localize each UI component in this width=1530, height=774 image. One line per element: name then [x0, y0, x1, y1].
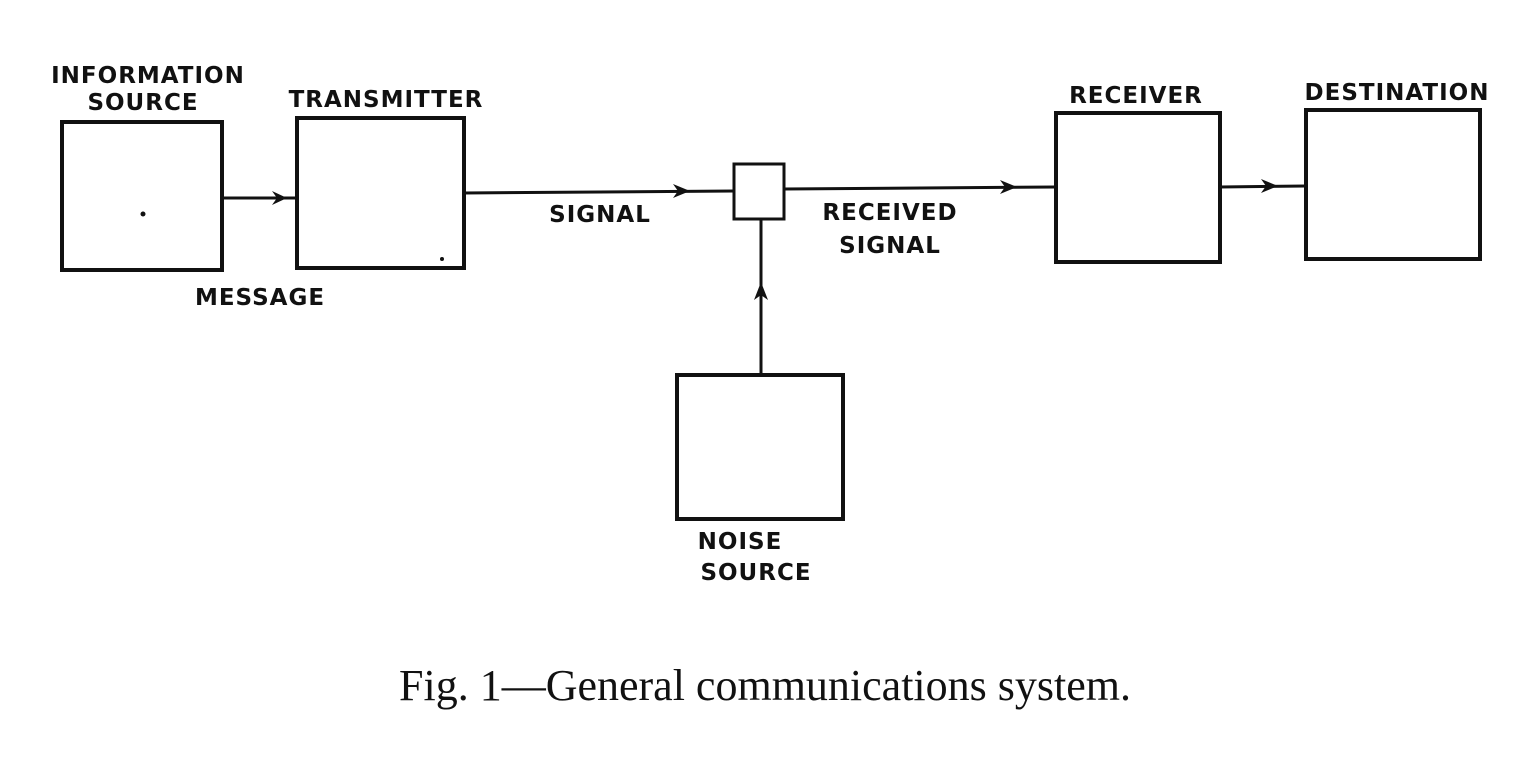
signal-label: SIGNAL: [549, 202, 651, 228]
information-source-box: [60, 120, 224, 272]
received-signal-label-line1: RECEIVED: [822, 200, 957, 226]
signal-arrowhead: [673, 184, 690, 198]
noise-arrowhead: [754, 282, 768, 300]
information-source-dot: [140, 211, 146, 217]
received-signal-label-line2: SIGNAL: [839, 233, 941, 259]
information-source-label-line2: SOURCE: [87, 90, 198, 116]
message-arrowhead: [272, 191, 287, 205]
transmitter-box: [295, 116, 466, 270]
noise-source-label-line1: NOISE: [698, 529, 783, 555]
transmitter-dot: [440, 257, 444, 261]
transmitter-label: TRANSMITTER: [289, 87, 484, 113]
noise-junction-box: [732, 162, 786, 221]
message-label: MESSAGE: [195, 285, 325, 311]
destination-arrowhead: [1261, 179, 1278, 193]
destination-box: [1304, 108, 1482, 261]
signal-wire: [463, 189, 735, 195]
figure-caption: Fig. 1—General communications system.: [399, 661, 1131, 710]
communications-diagram: INFORMATION SOURCE MESSAGE TRANSMITTER S…: [51, 63, 1490, 586]
destination-wire: [1219, 184, 1307, 189]
receiver-label: RECEIVER: [1069, 83, 1203, 109]
destination-label: DESTINATION: [1305, 80, 1490, 106]
information-source-label-line1: INFORMATION: [51, 63, 245, 89]
received-signal-arrowhead: [1000, 180, 1017, 194]
noise-source-box: [675, 373, 845, 521]
noise-source-label-line2: SOURCE: [700, 560, 811, 586]
receiver-box: [1054, 111, 1222, 264]
